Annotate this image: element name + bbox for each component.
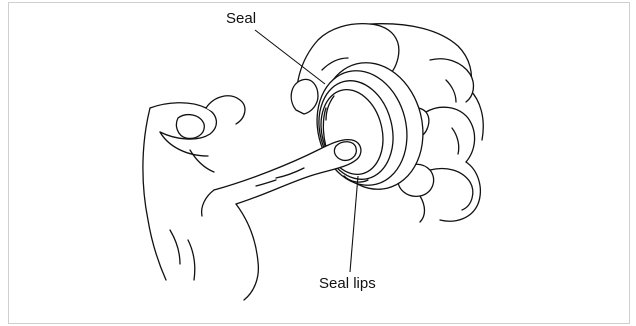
seal-label: Seal [226, 11, 256, 26]
seal-lips-leader-line [350, 176, 358, 272]
seal-lips-label: Seal lips [319, 276, 376, 291]
